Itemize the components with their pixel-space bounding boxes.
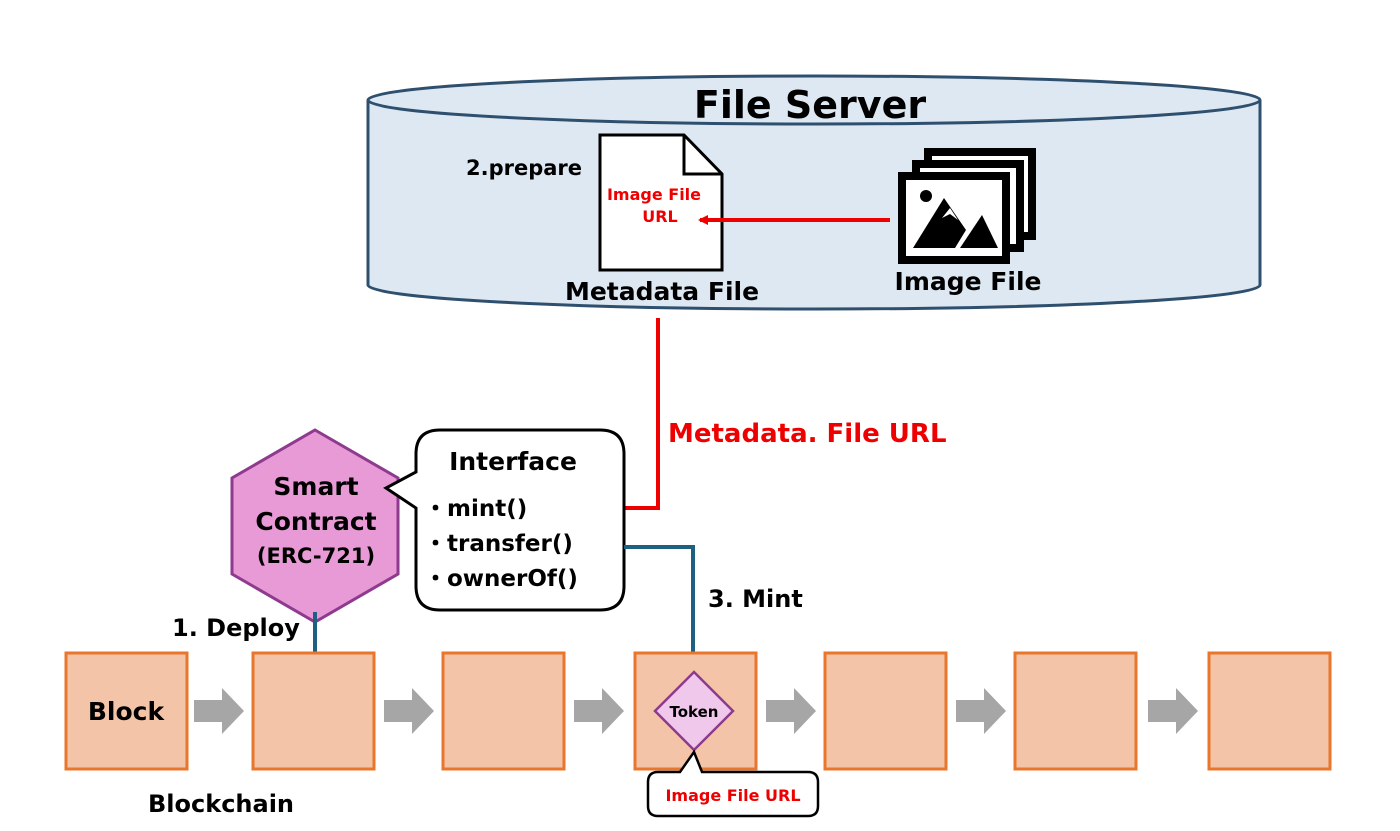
metadata-file-content-line1: Image File	[607, 185, 701, 204]
interface-method-transfer: ・transfer()	[424, 531, 573, 557]
image-file-icon	[898, 148, 1036, 264]
prepare-step-label: 2.prepare	[466, 156, 582, 180]
deploy-label: 1. Deploy	[172, 614, 300, 642]
block	[1207, 651, 1332, 771]
block-link-arrow	[574, 688, 624, 734]
metadata-url-label: Metadata. File URL	[668, 419, 947, 449]
token-label: Token	[670, 703, 719, 721]
file-server-cylinder	[366, 74, 1262, 311]
block-link-arrow	[956, 688, 1006, 734]
interface-callout-bubble	[383, 428, 626, 612]
block-link-arrow	[194, 688, 244, 734]
block-link-arrow	[766, 688, 816, 734]
interface-title: Interface	[449, 447, 577, 476]
smart-contract-line3: (ERC-721)	[257, 544, 375, 568]
smart-contract-line2: Contract	[255, 507, 376, 536]
block-link-arrow	[384, 688, 434, 734]
interface-method-ownerof: ・ownerOf()	[424, 566, 578, 592]
image-file-label: Image File	[895, 267, 1042, 296]
metadata-file-content-line2: URL	[642, 207, 678, 226]
block	[64, 651, 189, 771]
mint-arrow	[624, 545, 699, 671]
smart-contract-line1: Smart	[273, 472, 358, 501]
file-server-title: File Server	[694, 83, 926, 127]
block	[251, 651, 376, 771]
interface-method-mint: ・mint()	[424, 496, 527, 522]
block	[441, 651, 566, 771]
first-block-label: Block	[88, 697, 166, 726]
block-link-arrows	[194, 688, 1198, 734]
token-callout-text: Image File URL	[665, 786, 800, 805]
block-link-arrow	[1148, 688, 1198, 734]
block	[823, 651, 948, 771]
blockchain-label: Blockchain	[148, 790, 294, 818]
metadata-file-label: Metadata File	[565, 277, 759, 306]
token-callout-bubble	[646, 749, 820, 818]
mint-label: 3. Mint	[708, 585, 803, 613]
block	[1013, 651, 1138, 771]
